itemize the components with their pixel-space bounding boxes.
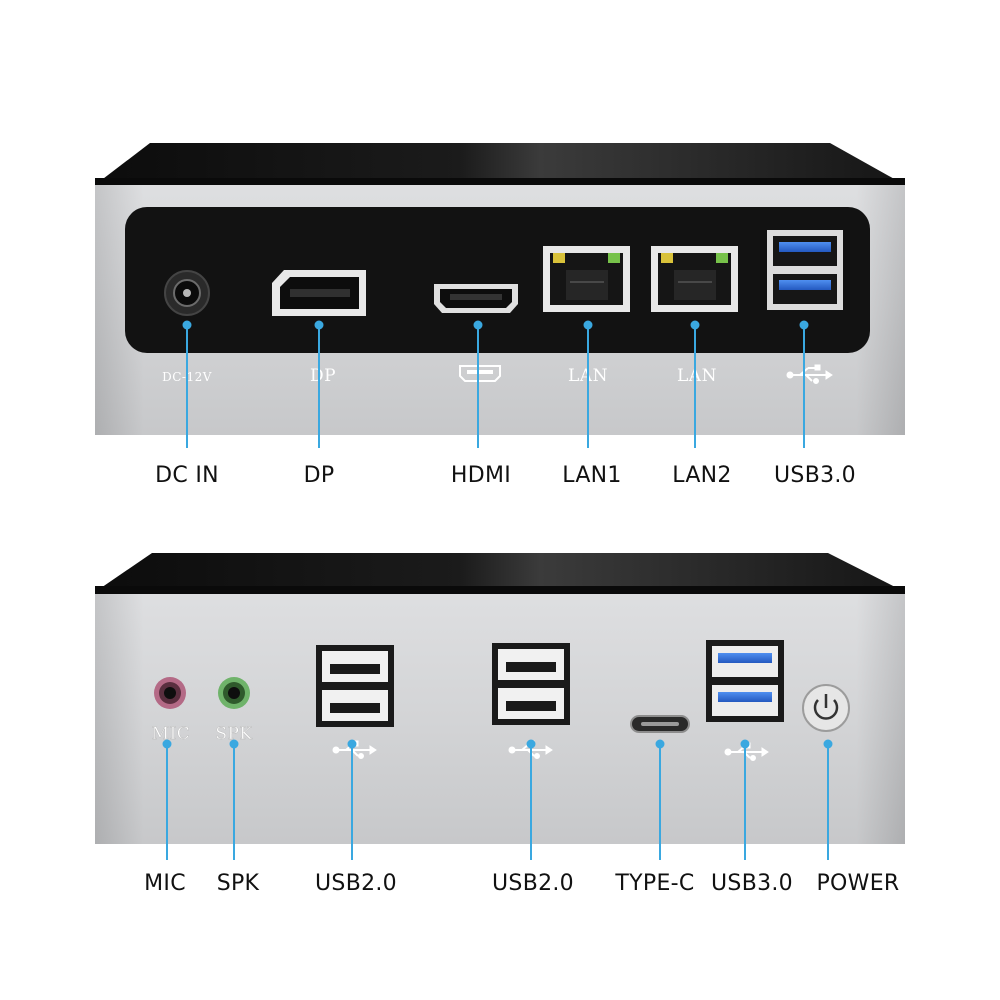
usb2-port-icon	[492, 643, 570, 725]
callout-dc-in: DC IN	[155, 463, 219, 488]
displayport-icon	[272, 270, 366, 316]
callout-hdmi: HDMI	[450, 463, 512, 488]
callout-usb3: USB3.0	[774, 463, 856, 488]
callout-usb2-b: USB2.0	[492, 871, 574, 896]
callout-power: POWER	[816, 871, 900, 896]
dp-printed-label: DP	[310, 366, 336, 386]
usb3-port-icon	[767, 230, 843, 310]
callout-spk: SPK	[216, 871, 260, 896]
hdmi-printed-icon	[459, 365, 501, 382]
bottom-minipc: MIC SPK	[95, 553, 905, 860]
usb-c-port-icon	[630, 715, 690, 733]
callout-lan2: LAN2	[672, 463, 732, 488]
spk-printed-label: SPK	[215, 724, 252, 744]
ethernet-port-icon	[543, 246, 630, 312]
audio-jack-icon	[218, 677, 250, 709]
callout-usb2-a: USB2.0	[315, 871, 397, 896]
ethernet-port-icon	[651, 246, 738, 312]
mic-printed-label: MIC	[152, 724, 191, 744]
callout-usb3: USB3.0	[711, 871, 793, 896]
usb3-port-icon	[706, 640, 784, 722]
callout-lan1: LAN1	[562, 463, 622, 488]
top-minipc: DC-12V DP LAN LAN	[95, 143, 905, 448]
callout-type-c: TYPE-C	[615, 871, 695, 896]
usb2-port-icon	[316, 645, 394, 727]
audio-jack-icon	[154, 677, 186, 709]
dc-jack-icon	[164, 270, 210, 316]
callout-dp: DP	[303, 463, 335, 488]
callout-mic: MIC	[144, 871, 186, 896]
power-icon[interactable]	[802, 684, 850, 732]
lan2-printed-label: LAN	[677, 366, 717, 386]
hdmi-icon	[434, 284, 518, 313]
